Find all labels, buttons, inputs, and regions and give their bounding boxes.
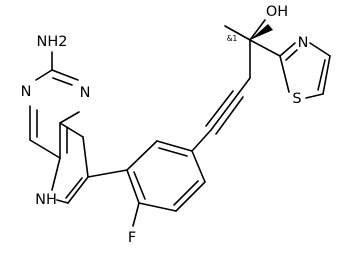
bond-alkyne-2 [215, 96, 244, 135]
bond-b3-alkyne [191, 129, 212, 152]
bond-t-c4-c5-inner [317, 59, 326, 91]
atom-labels: NH2 N N NH OH &1 N S F [21, 4, 309, 246]
bond-b4-b5 [175, 181, 206, 212]
bond-pyrrole-benzene [87, 169, 128, 178]
bond-b3-b4 [191, 150, 206, 183]
bond-qc-thiazole [249, 39, 281, 57]
bond-alkyne-3 [205, 90, 234, 127]
thiazole-n-label: N [298, 35, 309, 51]
pyrrole-nh-label: NH [35, 192, 57, 208]
bond-b6-b1-inner [133, 171, 146, 200]
bond-b2-b3-inner [158, 147, 188, 157]
bond-c2-n1 [35, 69, 53, 81]
bond-alkyne-end [237, 77, 251, 95]
bond-nh-c4a [51, 157, 61, 191]
stereo-hash-wedge [250, 24, 273, 40]
bond-c5p-nh [56, 199, 69, 204]
bond-t-c2-n [279, 42, 296, 57]
bond-qc-oh [249, 19, 266, 41]
bond-c6-c4a [29, 139, 61, 159]
bond-b5-b6 [138, 202, 177, 212]
stereo-descriptor-label: &1 [227, 34, 238, 43]
bond-alkyne-1 [210, 93, 239, 131]
bond-b6-f [132, 202, 140, 227]
bond-t-c4-c5 [322, 55, 331, 95]
bonds [29, 19, 331, 227]
bond-c7-c6p [82, 136, 89, 178]
amine-label: NH2 [37, 34, 68, 50]
bond-c7a-n3 [59, 111, 80, 124]
bond-c2-n3 [51, 69, 79, 81]
thiazole-s-label: S [292, 91, 301, 107]
bond-b6-b1 [126, 169, 140, 204]
bond-b1-b2 [126, 140, 158, 171]
pyrimidine-n-right-label: N [80, 85, 91, 101]
fluorine-label: F [128, 230, 136, 246]
bond-c6p-c5p-inner [65, 177, 83, 199]
bond-b2-b3 [156, 140, 193, 152]
bond-c7a-c7 [59, 122, 84, 138]
hydroxyl-label: OH [266, 4, 288, 20]
bond-t-c5-s [305, 93, 324, 99]
bond-t-c2-n-inner [285, 49, 298, 61]
bond-c-methyl [224, 25, 251, 41]
bond-c6p-c5p [67, 176, 89, 204]
bond-t-n-c4 [309, 42, 331, 57]
bond-t-s-c2 [279, 55, 290, 93]
bond-c2-n3-inner [52, 77, 73, 86]
bond-b4-b5-inner [173, 180, 199, 206]
pyrimidine-n-top-label: N [21, 84, 32, 100]
